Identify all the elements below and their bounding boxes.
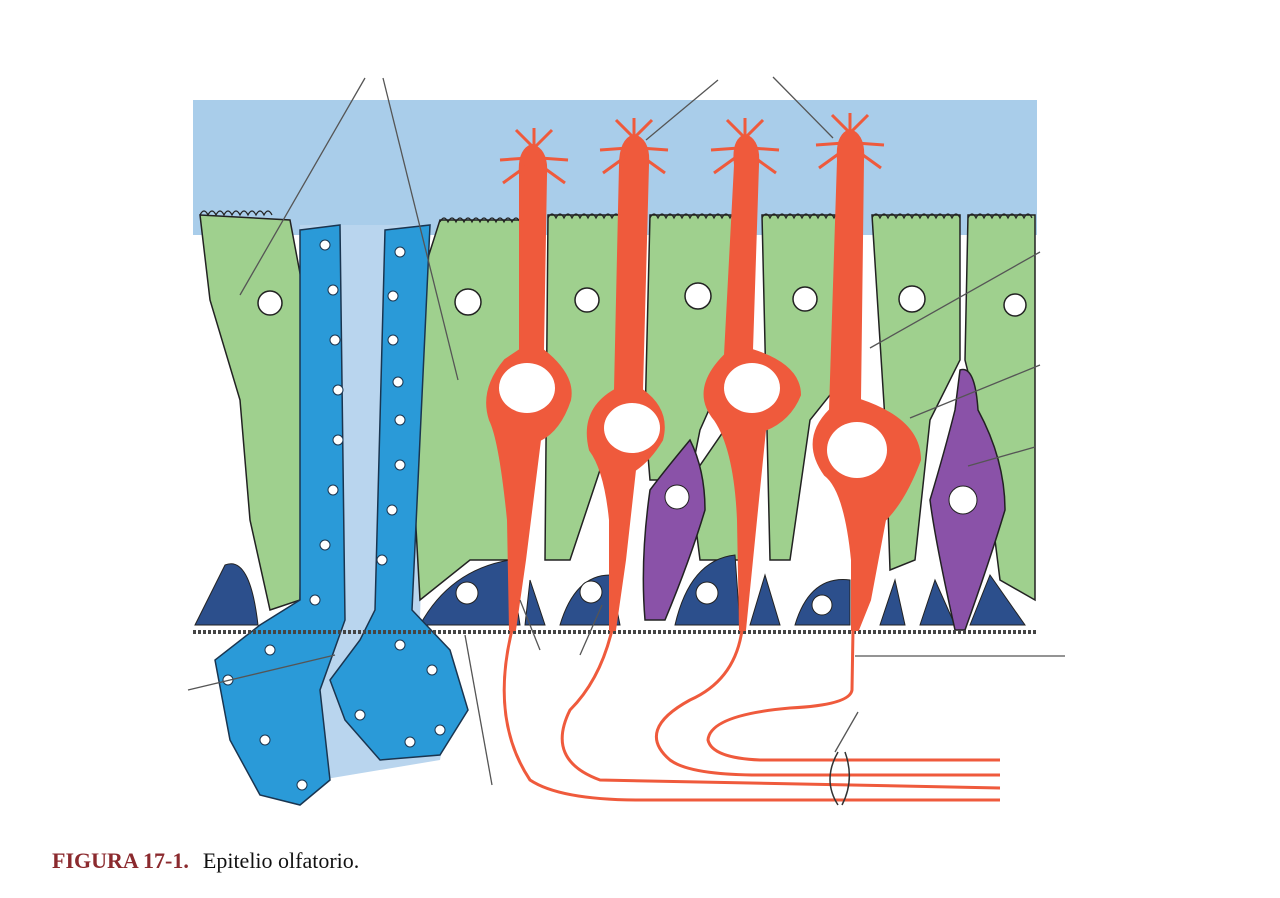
supporting-nuclei xyxy=(257,282,1027,317)
neuron-nuclei xyxy=(499,363,887,478)
gland-nuclei xyxy=(222,239,446,791)
olfactory-neuron xyxy=(706,113,1000,762)
microvilli xyxy=(199,210,1033,224)
brush-nuclei xyxy=(664,484,978,515)
olfactory-neuron xyxy=(560,118,1001,790)
figure-caption: FIGURA 17-1. Epitelio olfatorio. xyxy=(52,848,359,874)
figure-number: FIGURA 17-1. xyxy=(52,848,189,873)
nerve-bundle-sheath xyxy=(829,751,851,806)
basal-nuclei xyxy=(455,580,833,616)
figure-title: Epitelio olfatorio. xyxy=(202,848,360,873)
leader-lines xyxy=(187,76,1065,786)
mucus-layer xyxy=(193,100,1037,235)
